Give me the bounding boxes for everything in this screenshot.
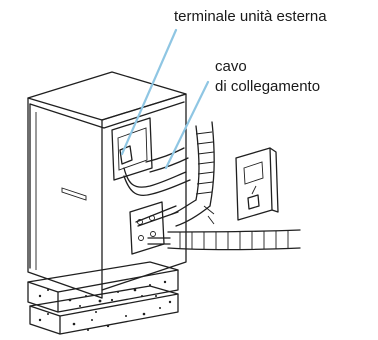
mounting-base-blocks (27, 261, 179, 335)
service-panel (111, 117, 153, 181)
connection-cable-sleeve (135, 205, 301, 251)
outdoor-unit (27, 71, 187, 299)
connection-cable-label-line1: cavo (215, 58, 247, 75)
outdoor-terminal-label: terminale unità esterna (174, 8, 327, 25)
wall-electrical-box (235, 147, 279, 221)
terminal-leader-line (120, 28, 178, 156)
drain-hose (171, 121, 215, 227)
lower-terminal-plate (129, 201, 165, 255)
connection-cable-label-line2: di collegamento (215, 78, 321, 95)
cable-leader-line (164, 80, 210, 170)
refrigerant-pipes (123, 147, 191, 197)
